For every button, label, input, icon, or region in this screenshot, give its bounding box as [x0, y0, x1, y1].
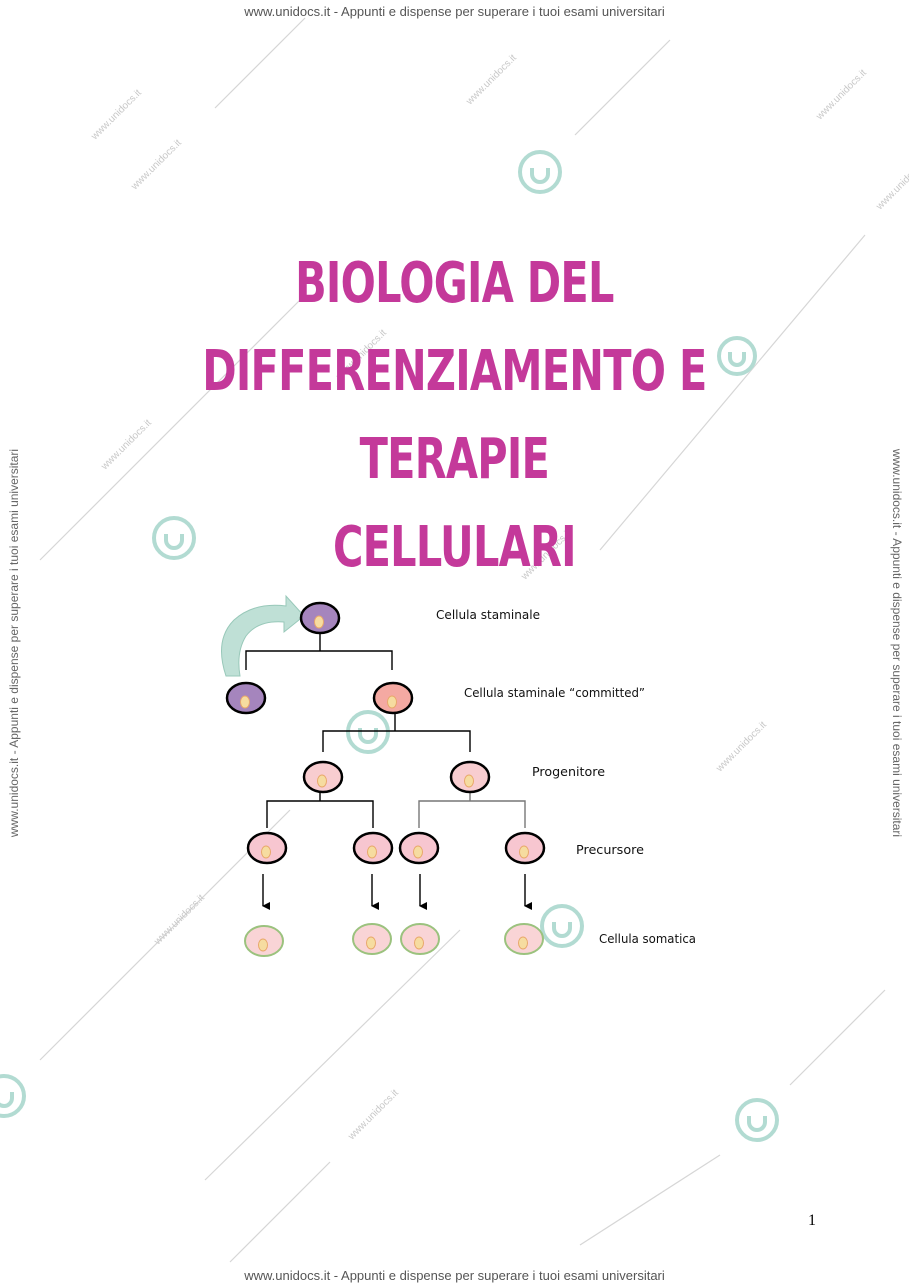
- nucleus: [518, 936, 528, 950]
- nucleus: [314, 615, 324, 629]
- title-line-2: DIFFERENZIAMENTO E TERAPIE: [202, 339, 707, 492]
- somatic-cell-4: [504, 923, 544, 955]
- stem-cell-renewed: [225, 681, 267, 715]
- tree-connectors: [245, 632, 526, 828]
- label-stem-cell: Cellula staminale: [436, 608, 540, 622]
- precursor-cell-3: [398, 831, 440, 865]
- self-renewal-arrow: [221, 594, 305, 677]
- committed-cell: [372, 681, 414, 715]
- nucleus: [366, 936, 376, 950]
- label-precursor: Precursore: [576, 843, 644, 857]
- header-banner: www.unidocs.it - Appunti e dispense per …: [244, 4, 665, 19]
- label-somatic-cell: Cellula somatica: [599, 932, 696, 946]
- nucleus: [413, 845, 423, 859]
- stem-cell: [299, 601, 341, 635]
- document-title: BIOLOGIA DEL DIFFERENZIAMENTO E TERAPIE …: [118, 240, 791, 592]
- nucleus: [519, 845, 529, 859]
- label-committed-stem-cell: Cellula staminale “committed”: [464, 686, 645, 700]
- precursor-cell-4: [504, 831, 546, 865]
- differentiation-arrows: [262, 874, 532, 910]
- nucleus: [258, 938, 268, 952]
- nucleus: [464, 774, 474, 788]
- cells: [225, 601, 546, 957]
- somatic-cell-1: [244, 925, 284, 957]
- title-line-1: BIOLOGIA DEL: [295, 251, 614, 316]
- somatic-cell-3: [400, 923, 440, 955]
- title-line-3: CELLULARI: [332, 515, 577, 580]
- label-progenitor: Progenitore: [532, 765, 605, 779]
- page-number: 1: [808, 1212, 816, 1229]
- footer-banner: www.unidocs.it - Appunti e dispense per …: [244, 1268, 665, 1283]
- nucleus: [240, 695, 250, 709]
- somatic-cell-2: [352, 923, 392, 955]
- progenitor-cell-left: [302, 760, 344, 794]
- nucleus: [367, 845, 377, 859]
- nucleus: [414, 936, 424, 950]
- precursor-cell-1: [246, 831, 288, 865]
- progenitor-cell-right: [449, 760, 491, 794]
- nucleus: [387, 695, 397, 709]
- nucleus: [317, 774, 327, 788]
- nucleus: [261, 845, 271, 859]
- precursor-cell-2: [352, 831, 394, 865]
